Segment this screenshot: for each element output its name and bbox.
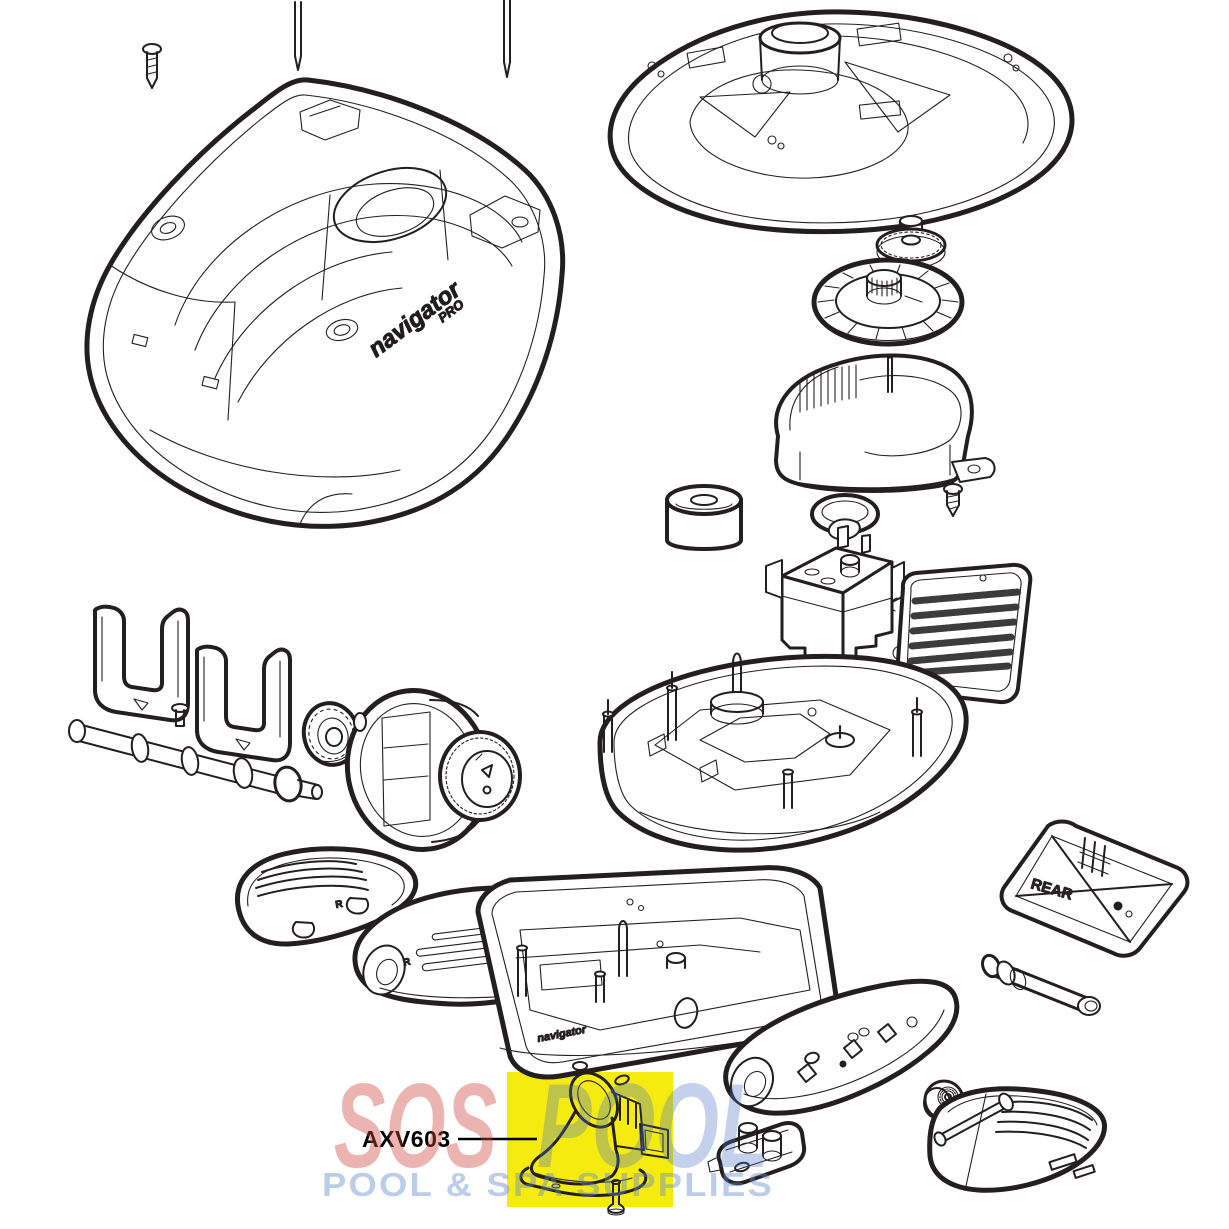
screw-small-right: [943, 483, 963, 517]
drive-spool-assembly: [344, 688, 522, 852]
upper-housing: navigator PRO: [84, 77, 566, 529]
middle-body-frame: [597, 652, 969, 853]
screw-small-top-left: [142, 43, 162, 89]
pod-axle-pin: [933, 1092, 1014, 1147]
pin-long-right: [503, 0, 511, 78]
a-frame-assembly: [68, 604, 323, 803]
vent-grille: [890, 562, 1033, 705]
mold-letter-r-1: R: [335, 899, 345, 911]
pin-long-left: [294, 1, 302, 71]
axv603-part-cone[interactable]: [519, 1061, 669, 1216]
wing-right: [723, 978, 960, 1116]
pod-left: R: [234, 846, 419, 947]
axle-shaft: [981, 953, 1101, 1016]
watermark-word-pool: POOL: [537, 1059, 769, 1193]
cam-module-box: [765, 525, 905, 662]
roller-cylinder: [665, 484, 743, 551]
watermark: SOS POOL POOL & SPA SUPPLIES: [322, 1059, 774, 1203]
pulley-wheel: [301, 701, 361, 767]
turbine-wheel: [811, 257, 965, 347]
watermark-word-sos: SOS: [334, 1059, 497, 1193]
bracket-small: [707, 1121, 807, 1186]
rear-flap: REAR: [999, 819, 1190, 958]
fan-housing: [774, 353, 996, 493]
drive-gear: [875, 215, 947, 269]
pod-right: [927, 1086, 1107, 1193]
top-cover-underside: [607, 9, 1075, 235]
bolt-small: [171, 703, 189, 727]
lower-body-pan: navigator: [475, 865, 840, 1080]
part-callout[interactable]: AXV603: [362, 1126, 537, 1152]
part-number-label: AXV603: [362, 1126, 451, 1152]
mold-letter-r-2: R: [402, 956, 412, 969]
watermark-tagline: POOL & SPA SUPPLIES: [322, 1166, 774, 1203]
axv603-screw: [607, 1179, 625, 1216]
